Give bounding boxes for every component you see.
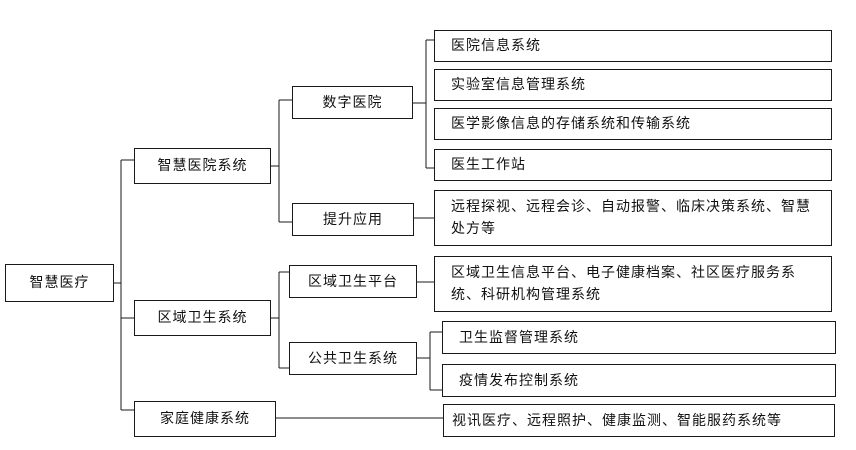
label-upgrade-apps: 提升应用 [323, 211, 383, 228]
root-node: 智慧医疗 [5, 264, 114, 302]
root-label: 智慧医疗 [29, 275, 90, 291]
leaf-hospital-info-system: 医院信息系统 [434, 30, 832, 62]
label-lab-info-system: 实验室信息管理系统 [451, 77, 586, 93]
label-hospital-info-system: 医院信息系统 [451, 38, 541, 54]
node-home-health-system: 家庭健康系统 [134, 401, 276, 437]
label-home-services: 视讯医疗、远程照护、健康监测、智能服药系统等 [452, 412, 782, 429]
bracket-regional [271, 271, 289, 369]
leaf-epidemic-control: 疫情发布控制系统 [442, 364, 836, 397]
leaf-health-supervision: 卫生监督管理系统 [442, 321, 836, 354]
leaf-lab-info-system: 实验室信息管理系统 [434, 69, 832, 101]
leaf-doctor-workstation: 医生工作站 [434, 149, 832, 181]
label-health-supervision: 卫生监督管理系统 [459, 329, 579, 346]
label-epidemic-control: 疫情发布控制系统 [459, 372, 579, 389]
bracket-hospital [271, 99, 292, 223]
node-regional-platform: 区域卫生平台 [289, 265, 417, 298]
bracket-public-health [417, 331, 442, 391]
bracket-digital-hospital [413, 39, 434, 169]
label-remote-applications: 远程探视、远程会诊、自动报警、临床决策系统、智慧处方等 [451, 199, 811, 237]
leaf-imaging-system: 医学影像信息的存储系统和传输系统 [434, 108, 832, 140]
label-regional-info-platform: 区域卫生信息平台、电子健康档案、社区医疗服务系统、科研机构管理系统 [451, 265, 796, 303]
label-home-health-system: 家庭健康系统 [160, 411, 250, 427]
node-regional-health-system: 区域卫生系统 [134, 300, 271, 336]
node-public-health: 公共卫生系统 [289, 342, 417, 375]
label-smart-hospital-system: 智慧医院系统 [157, 158, 248, 174]
bracket-root [114, 159, 134, 411]
node-digital-hospital: 数字医院 [292, 86, 413, 119]
leaf-regional-info-platform: 区域卫生信息平台、电子健康档案、社区医疗服务系统、科研机构管理系统 [434, 256, 832, 312]
label-imaging-system: 医学影像信息的存储系统和传输系统 [451, 116, 691, 132]
label-doctor-workstation: 医生工作站 [451, 157, 526, 173]
leaf-home-services: 视讯医疗、远程照护、健康监测、智能服药系统等 [443, 404, 835, 437]
leaf-remote-applications: 远程探视、远程会诊、自动报警、临床决策系统、智慧处方等 [434, 190, 832, 246]
label-digital-hospital: 数字医院 [322, 94, 383, 111]
label-public-health: 公共卫生系统 [308, 350, 398, 367]
label-regional-platform: 区域卫生平台 [308, 273, 398, 290]
node-smart-hospital-system: 智慧医院系统 [134, 148, 271, 184]
node-upgrade-apps: 提升应用 [292, 203, 414, 236]
label-regional-health-system: 区域卫生系统 [157, 310, 248, 326]
